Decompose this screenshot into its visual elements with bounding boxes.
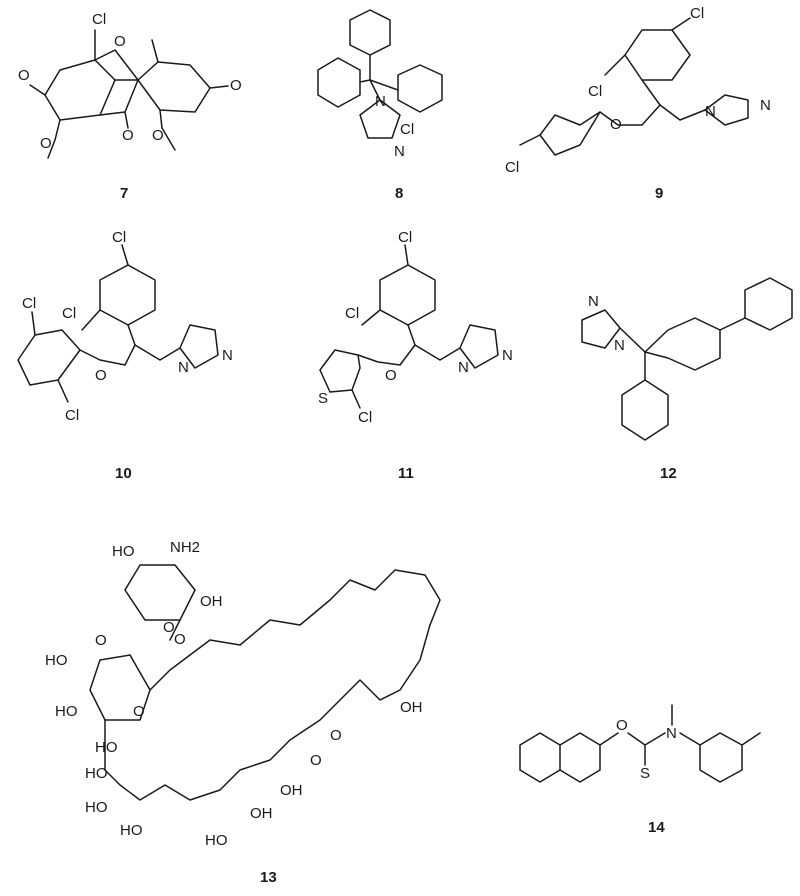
structure-7: Cl O O O O O O 7 bbox=[18, 11, 242, 202]
atom-label: N bbox=[458, 359, 469, 376]
compound-number: 11 bbox=[398, 465, 414, 482]
atom-label: Cl bbox=[588, 83, 602, 100]
atom-label: Cl bbox=[92, 11, 106, 28]
atom-label: N bbox=[760, 97, 771, 114]
atom-label: O bbox=[18, 67, 30, 84]
atom-label: O bbox=[163, 619, 175, 636]
atom-label: Cl bbox=[345, 305, 359, 322]
atom-label: N bbox=[502, 347, 513, 364]
compound-number: 7 bbox=[120, 185, 128, 202]
atom-label: N bbox=[394, 143, 405, 160]
compound-number: 8 bbox=[395, 185, 403, 202]
atom-label: O bbox=[616, 717, 628, 734]
atom-label: O bbox=[95, 367, 107, 384]
atom-label: N bbox=[222, 347, 233, 364]
atom-label: Cl bbox=[62, 305, 76, 322]
atom-label: N bbox=[705, 103, 716, 120]
atom-label: O bbox=[174, 631, 186, 648]
atom-label: HO bbox=[95, 739, 118, 756]
atom-label: HO bbox=[45, 652, 68, 669]
atom-label: HO bbox=[205, 832, 228, 849]
structure-13: HO NH2 OH O O HO O HO O HO HO O O OH HO … bbox=[45, 539, 441, 886]
atom-label: HO bbox=[85, 799, 108, 816]
atom-label: Cl bbox=[690, 5, 704, 22]
atom-label: Cl bbox=[358, 409, 372, 426]
atom-label: O bbox=[122, 127, 134, 144]
atom-label: O bbox=[40, 135, 52, 152]
atom-label: Cl bbox=[505, 159, 519, 176]
atom-label: S bbox=[318, 390, 328, 407]
atom-label: N bbox=[614, 337, 625, 354]
atom-label: O bbox=[95, 632, 107, 649]
atom-label: O bbox=[330, 727, 342, 744]
atom-label: HO bbox=[55, 703, 78, 720]
atom-label: HO bbox=[120, 822, 143, 839]
atom-label: N bbox=[375, 93, 386, 110]
atom-label: HO bbox=[85, 765, 108, 782]
atom-label: N bbox=[178, 359, 189, 376]
atom-label: OH bbox=[200, 593, 223, 610]
atom-label: O bbox=[133, 703, 145, 720]
atom-label: OH bbox=[400, 699, 423, 716]
structure-9: Cl Cl O N N Cl 9 bbox=[505, 5, 771, 202]
atom-label: Cl bbox=[112, 229, 126, 246]
atom-label: NH2 bbox=[170, 539, 200, 556]
compound-number: 12 bbox=[660, 465, 677, 482]
atom-label: O bbox=[114, 33, 126, 50]
atom-label: O bbox=[610, 116, 622, 133]
atom-label: O bbox=[385, 367, 397, 384]
structure-12: N N 12 bbox=[581, 277, 793, 482]
compound-number: 14 bbox=[648, 819, 665, 836]
atom-label: S bbox=[640, 765, 650, 782]
atom-label: Cl bbox=[400, 121, 414, 138]
atom-label: N bbox=[666, 725, 677, 742]
atom-label: OH bbox=[280, 782, 303, 799]
atom-label: O bbox=[230, 77, 242, 94]
atom-label: O bbox=[310, 752, 322, 769]
atom-label: HO bbox=[112, 543, 135, 560]
atom-label: OH bbox=[250, 805, 273, 822]
atom-label: N bbox=[588, 293, 599, 310]
structure-10: Cl Cl Cl Cl O N N 10 bbox=[17, 229, 233, 482]
structure-14: O N S 14 bbox=[519, 704, 761, 836]
atom-label: O bbox=[152, 127, 164, 144]
atom-label: Cl bbox=[65, 407, 79, 424]
atom-label: Cl bbox=[22, 295, 36, 312]
structure-8: N N Cl 8 bbox=[317, 9, 443, 202]
compound-number: 9 bbox=[655, 185, 663, 202]
compound-number: 13 bbox=[260, 869, 277, 886]
structure-11: Cl Cl S Cl O N N 11 bbox=[318, 229, 513, 482]
compound-number: 10 bbox=[115, 465, 132, 482]
atom-label: Cl bbox=[398, 229, 412, 246]
